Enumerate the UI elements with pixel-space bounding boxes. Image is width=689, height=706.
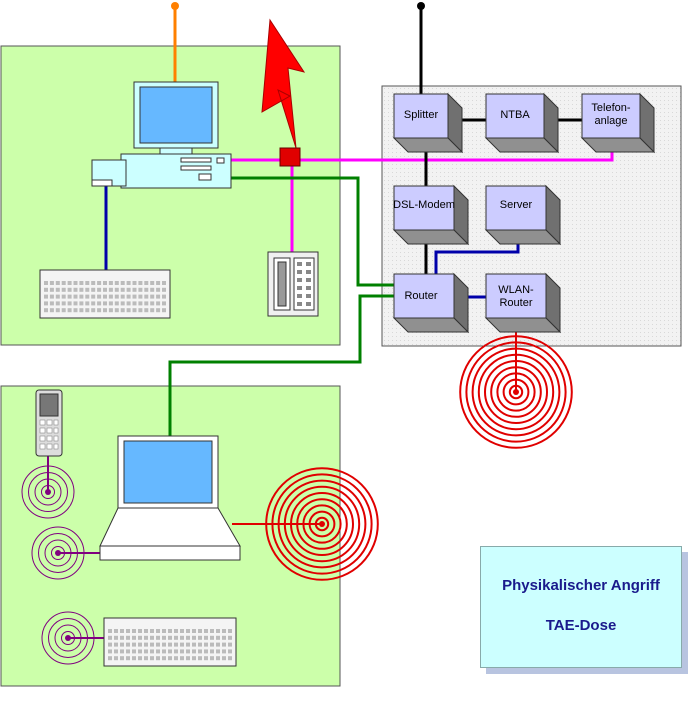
legend-subtitle: TAE-Dose <box>545 617 617 634</box>
drive-slot-2 <box>180 165 212 171</box>
legend-title: Physikalischer Angriff <box>502 577 660 594</box>
drive-slot-1 <box>180 157 212 163</box>
wlan-router-box <box>484 272 562 334</box>
wireless-keyboard-icon <box>103 617 237 667</box>
monitor-screen <box>139 86 213 144</box>
monitor-stand <box>159 147 193 155</box>
drive-slot-3 <box>198 173 212 181</box>
desktop-to-router-cable <box>230 176 396 287</box>
laptop-base-front <box>99 545 241 561</box>
dsl-modem-box <box>392 184 470 246</box>
lightning-attack-icon <box>261 18 306 149</box>
telecom-devices <box>392 92 656 334</box>
laptop-wifi-signal <box>265 467 379 581</box>
laptop-to-router-cable <box>168 294 396 438</box>
ntba-box <box>484 92 560 154</box>
handset-bluetooth-signal <box>21 465 75 519</box>
desk-phone-icon <box>267 251 319 317</box>
server-box <box>484 184 562 246</box>
laptop-bluetooth-signal <box>31 526 85 580</box>
wlan-router-signal <box>459 335 573 449</box>
laptop-screen <box>123 440 213 504</box>
wireless-signals <box>21 335 573 665</box>
desktop-keyboard-icon <box>39 269 171 319</box>
router-box <box>392 272 470 334</box>
keyboard-bluetooth-signal <box>41 611 95 665</box>
power-button <box>216 157 225 164</box>
disk-drive-base <box>91 179 113 187</box>
desktop-case <box>120 153 232 189</box>
laptop-icon <box>99 435 241 561</box>
legend-box: Physikalischer Angriff TAE-Dose <box>480 546 682 668</box>
telefonanlage-box <box>580 92 656 154</box>
laptop-base <box>99 507 241 547</box>
tae-socket-icon <box>279 147 301 167</box>
splitter-box <box>392 92 464 154</box>
power-line-terminal <box>171 2 179 10</box>
telephone-line-terminal <box>417 2 425 10</box>
desktop-computer-icon <box>91 81 232 189</box>
mobile-handset-icon <box>35 389 63 457</box>
